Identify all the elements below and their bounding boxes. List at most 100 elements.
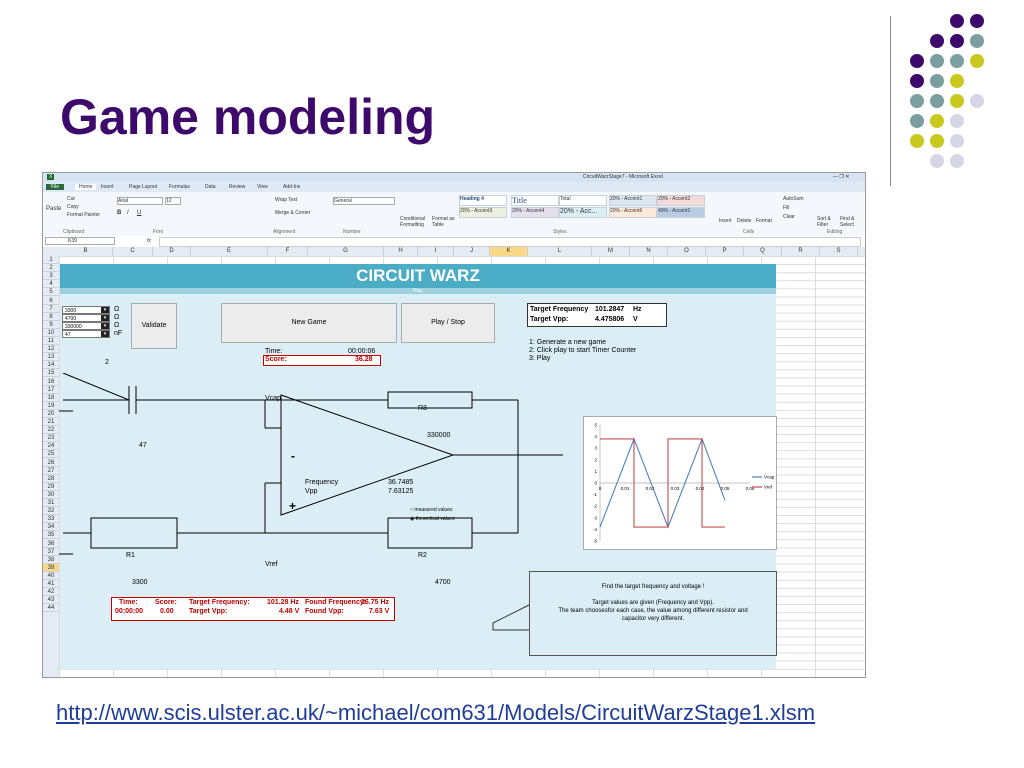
style-cell[interactable]: Heading 4 xyxy=(459,195,507,206)
play-stop-button[interactable]: Play / Stop xyxy=(401,303,495,343)
row-header[interactable]: 17 xyxy=(43,386,59,394)
validate-button[interactable]: Validate xyxy=(131,303,177,349)
row-header[interactable]: 20 xyxy=(43,410,59,418)
tab-review[interactable]: Review xyxy=(229,184,246,190)
clear-button[interactable]: Clear xyxy=(783,214,795,220)
tab-insert[interactable]: Insert xyxy=(101,184,114,190)
column-header[interactable]: E xyxy=(191,247,268,256)
row-header[interactable]: 4 xyxy=(43,280,59,289)
fx-icon[interactable]: fx xyxy=(147,238,151,244)
row-header[interactable]: 36 xyxy=(43,540,59,548)
name-box[interactable]: K39 xyxy=(45,237,115,245)
font-name-select[interactable]: Arial xyxy=(117,197,163,205)
row-header[interactable]: 10 xyxy=(43,329,59,337)
tab-data[interactable]: Data xyxy=(205,184,216,190)
row-header[interactable]: 25 xyxy=(43,450,59,459)
row-header[interactable]: 42 xyxy=(43,588,59,597)
column-header[interactable]: P xyxy=(706,247,744,256)
row-header[interactable]: 40 xyxy=(43,572,59,580)
style-cell[interactable]: Total xyxy=(559,195,607,206)
row-header[interactable]: 39 xyxy=(43,563,59,572)
find-select-button[interactable]: Find & Select xyxy=(840,216,855,228)
cut-button[interactable]: Cut xyxy=(67,196,75,202)
sort-filter-button[interactable]: Sort & Filter xyxy=(817,216,831,228)
row-header[interactable]: 19 xyxy=(43,402,59,410)
font-size-select[interactable]: 12 xyxy=(165,197,181,205)
row-header[interactable]: 26 xyxy=(43,459,59,467)
copy-button[interactable]: Copy xyxy=(67,204,79,210)
row-header[interactable]: 35 xyxy=(43,531,59,540)
paste-button[interactable]: Paste xyxy=(46,206,62,212)
fill-button[interactable]: Fill xyxy=(783,205,790,211)
window-controls-icon[interactable]: — ❐ ✕ xyxy=(833,174,850,180)
format-cells-button[interactable]: Format xyxy=(756,218,772,224)
new-game-button[interactable]: New Game xyxy=(221,303,397,343)
row-header[interactable]: 44 xyxy=(43,604,59,613)
tab-page-layout[interactable]: Page Layout xyxy=(129,184,158,190)
format-painter-button[interactable]: Format Painter xyxy=(67,212,101,218)
column-header[interactable]: G xyxy=(308,247,384,256)
row-header[interactable]: 33 xyxy=(43,515,59,524)
insert-cells-button[interactable]: Insert xyxy=(719,218,732,224)
row-header[interactable]: 14 xyxy=(43,361,59,370)
row-header[interactable]: 1 xyxy=(43,256,59,265)
column-header[interactable]: M xyxy=(592,247,630,256)
row-header[interactable]: 6 xyxy=(43,297,59,305)
column-header[interactable]: I xyxy=(418,247,454,256)
radio-theoretical[interactable]: ◉ theoretical values xyxy=(410,516,455,522)
row-header[interactable]: 2 xyxy=(43,264,59,273)
row-header[interactable]: 38 xyxy=(43,556,59,564)
source-link[interactable]: http://www.scis.ulster.ac.uk/~michael/co… xyxy=(56,700,816,725)
row-header[interactable]: 34 xyxy=(43,523,59,532)
bold-button[interactable]: B xyxy=(117,210,122,216)
row-header[interactable]: 43 xyxy=(43,596,59,605)
row-header[interactable]: 13 xyxy=(43,353,59,362)
row-header[interactable]: 22 xyxy=(43,426,59,435)
column-header[interactable]: C xyxy=(113,247,153,256)
row-header[interactable]: 23 xyxy=(43,434,59,443)
autosum-button[interactable]: AutoSum xyxy=(783,196,804,202)
column-header[interactable]: D xyxy=(153,247,191,256)
row-header[interactable]: 18 xyxy=(43,394,59,402)
delete-cells-button[interactable]: Delete xyxy=(737,218,752,224)
column-header[interactable]: F xyxy=(268,247,308,256)
style-cell[interactable]: 20% - Accent4 xyxy=(511,207,559,218)
style-cell[interactable]: 40% - Accent1 xyxy=(657,207,705,218)
row-header[interactable]: 41 xyxy=(43,580,59,589)
row-header[interactable]: 32 xyxy=(43,507,59,516)
conditional-formatting-button[interactable]: Conditional Formatting xyxy=(400,216,426,228)
row-header[interactable]: 21 xyxy=(43,418,59,427)
tab-formulas[interactable]: Formulas xyxy=(169,184,190,190)
tab-file[interactable]: File xyxy=(46,184,65,190)
column-header[interactable]: O xyxy=(668,247,706,256)
column-header[interactable]: J xyxy=(454,247,490,256)
tab-add-ins[interactable]: Add-Ins xyxy=(283,184,301,190)
row-header[interactable]: 28 xyxy=(43,475,59,483)
column-header[interactable]: R xyxy=(782,247,820,256)
resistor2-select[interactable]: 4700▾ xyxy=(62,314,110,322)
column-header[interactable]: L xyxy=(528,247,592,256)
row-header[interactable]: 30 xyxy=(43,491,59,499)
column-header[interactable]: Q xyxy=(744,247,782,256)
resistor3-select[interactable]: 330000▾ xyxy=(62,322,110,330)
wrap-text-button[interactable]: Wrap Text xyxy=(275,197,298,203)
column-header[interactable]: H xyxy=(384,247,418,256)
row-header[interactable]: 8 xyxy=(43,313,59,321)
formula-input[interactable] xyxy=(159,237,861,247)
row-header[interactable]: 3 xyxy=(43,272,59,281)
column-header[interactable]: K xyxy=(490,247,528,256)
style-cell[interactable]: 20% - Accent2 xyxy=(657,195,705,206)
row-header[interactable]: 37 xyxy=(43,548,59,556)
column-header[interactable]: B xyxy=(59,247,113,256)
row-header[interactable]: 11 xyxy=(43,337,59,346)
radio-measured[interactable]: ○ measured values xyxy=(410,507,453,513)
tab-view[interactable]: View xyxy=(257,184,268,190)
underline-button[interactable]: U xyxy=(137,210,142,216)
row-header[interactable]: 31 xyxy=(43,499,59,508)
style-cell[interactable]: 20% - Accent6 xyxy=(609,207,657,218)
row-header[interactable]: 15 xyxy=(43,369,59,378)
row-header[interactable]: 12 xyxy=(43,345,59,354)
row-header[interactable]: 24 xyxy=(43,442,59,451)
format-as-table-button[interactable]: Format as Table xyxy=(432,216,455,228)
merge-center-button[interactable]: Merge & Center xyxy=(275,210,311,216)
